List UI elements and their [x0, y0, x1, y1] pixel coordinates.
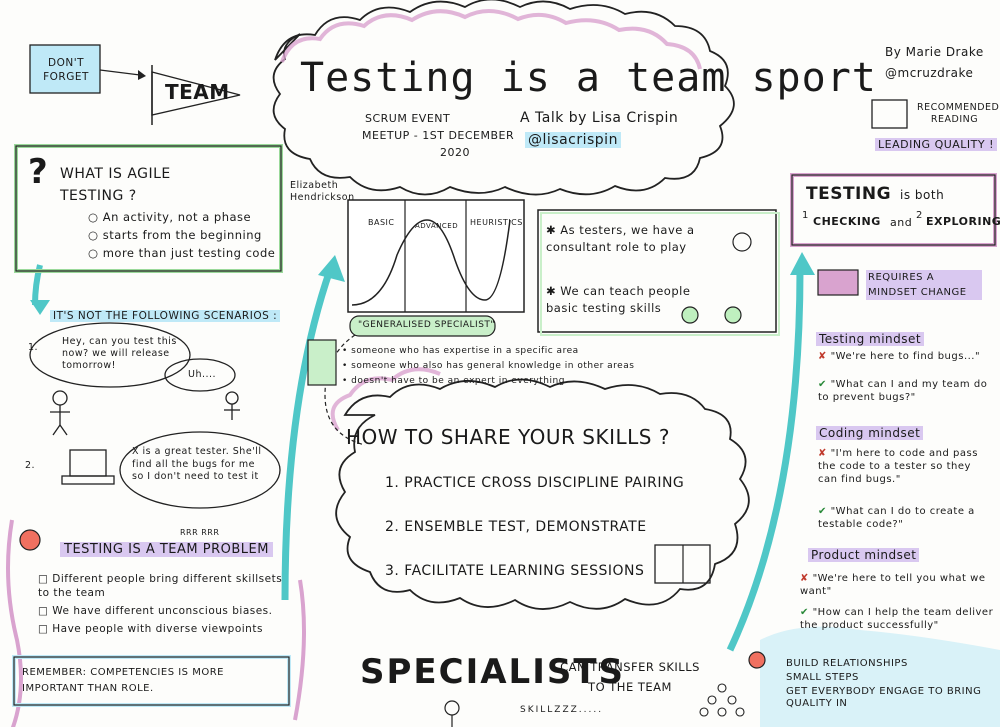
- speaker-handle: @lisacrispin: [525, 132, 621, 148]
- bottom-right-item: BUILD RELATIONSHIPS: [786, 658, 908, 669]
- question-mark-icon: ?: [28, 152, 48, 192]
- share-item: 2. ENSEMBLE TEST, DEMONSTRATE: [385, 519, 647, 535]
- mindset-section-title: Product mindset: [808, 548, 920, 562]
- team-problem-item: □ We have different unconscious biases.: [38, 605, 273, 617]
- teal-arrow-middle: [281, 268, 334, 601]
- recommended-reading-label: RECOMMENDED READING: [917, 102, 1000, 125]
- bottom-right-item: SMALL STEPS: [786, 672, 859, 683]
- generalist-item: • someone who has expertise in a specifi…: [342, 346, 579, 356]
- chart-caption: "GENERALISED SPECIALIST": [358, 320, 496, 330]
- mindset-good: ✔ "What can I and my team do to prevent …: [818, 379, 988, 403]
- checking-number: 1: [802, 210, 809, 221]
- team-problem-heading: TESTING IS A TEAM PROBLEM: [60, 542, 273, 557]
- team-problem-item: □ Different people bring different skill…: [38, 573, 283, 599]
- meetup-date: MEETUP - 1ST DECEMBER: [362, 129, 515, 142]
- mindset-bad: ✘ "We're here to tell you what we want": [800, 573, 986, 597]
- exploring-number: 2: [916, 210, 923, 221]
- rarr-doodle: RRR RRR: [180, 528, 220, 537]
- share-item: 1. PRACTICE CROSS DISCIPLINE PAIRING: [385, 475, 685, 491]
- generalist-item: • someone who also has general knowledge…: [342, 361, 635, 371]
- chart-credit: Elizabeth Hendrickson: [290, 180, 355, 203]
- testing-both-prefix: TESTING: [806, 184, 892, 204]
- title-cloud: [272, 0, 735, 196]
- scenario-1-reply: Uh....: [188, 369, 217, 380]
- bottom-right-item: GET EVERYBODY ENGAGE TO BRING QUALITY IN: [786, 686, 982, 709]
- generalist-list: • someone who has expertise in a specifi…: [342, 346, 634, 391]
- what-is-item: ○ starts from the beginning: [88, 228, 262, 242]
- remember-note: REMEMBER: COMPETENCIES IS MORE IMPORTANT…: [22, 667, 224, 694]
- team-problem-item: □ Have people with diverse viewpoints: [38, 623, 263, 635]
- talk-by: A Talk by Lisa Crispin: [520, 110, 679, 126]
- consultant-item-2: ✱ We can teach people basic testing skil…: [546, 284, 691, 315]
- scenario-1-number: 1.: [28, 342, 39, 353]
- chart-label-heuristics: HEURISTICS: [470, 218, 523, 227]
- not-scenarios-heading: IT'S NOT THE FOLLOWING SCENARIOS :: [50, 310, 281, 322]
- mindset-section-title: Testing mindset: [816, 332, 925, 346]
- and-label: and: [890, 216, 913, 229]
- team-problem-list: □ Different people bring different skill…: [38, 572, 293, 640]
- what-is-heading: WHAT IS AGILE TESTING ?: [60, 166, 171, 204]
- chart-label-advanced: ADVANCED: [415, 222, 459, 230]
- author-name: By Marie Drake: [885, 45, 984, 59]
- what-is-item: ○ more than just testing code: [88, 246, 276, 260]
- page-title: Testing is a team sport: [300, 55, 877, 101]
- team-flag-text: TEAM: [165, 80, 230, 104]
- share-list: 1. PRACTICE CROSS DISCIPLINE PAIRING 2. …: [385, 472, 684, 586]
- checking-label: CHECKING: [813, 215, 881, 228]
- event-name: SCRUM EVENT: [365, 112, 451, 125]
- book-title: LEADING QUALITY !: [875, 138, 998, 151]
- consultant-item-1: ✱ As testers, we have a consultant role …: [546, 223, 695, 254]
- chart-curve: [351, 219, 511, 306]
- author-handle: @mcruzdrake: [885, 66, 974, 80]
- skillz-text: SKILLZZZ.....: [520, 705, 604, 715]
- mindset-heading: REQUIRES A MINDSET CHANGE: [866, 270, 982, 300]
- generalist-item: • doesn't have to be an expert in everyt…: [342, 376, 565, 386]
- share-item: 3. FACILITATE LEARNING SESSIONS: [385, 563, 645, 579]
- scenario-2-bubble: X is a great tester. She'll find all the…: [132, 446, 262, 482]
- mindset-good: ✔ "What can I do to create a testable co…: [818, 506, 975, 530]
- what-is-item: ○ An activity, not a phase: [88, 210, 252, 224]
- testing-both-mid: is both: [900, 188, 945, 202]
- mindset-bad: ✘ "We're here to find bugs...": [818, 351, 981, 362]
- exploring-label: EXPLORING: [926, 215, 1000, 228]
- mindset-bad: ✘ "I'm here to code and pass the code to…: [818, 448, 978, 485]
- dont-forget-label: DON'T FORGET: [43, 57, 89, 83]
- mindset-section-title: Coding mindset: [816, 426, 924, 440]
- specialists-word: SPECIALISTS: [360, 652, 626, 692]
- scenario-1-bubble: Hey, can you test this now? we will rele…: [62, 336, 177, 371]
- teal-arrow-right: [726, 269, 804, 652]
- scenario-2-number: 2.: [25, 460, 36, 471]
- share-cloud: [335, 378, 750, 610]
- mindset-good: ✔ "How can I help the team deliver the p…: [800, 607, 994, 631]
- event-year: 2020: [440, 146, 470, 159]
- bottom-right-list: BUILD RELATIONSHIPS SMALL STEPS GET EVER…: [786, 658, 991, 714]
- specialists-text: CAN TRANSFER SKILLS TO THE TEAM: [560, 660, 700, 694]
- share-heading: HOW TO SHARE YOUR SKILLS ?: [346, 425, 670, 449]
- chart-label-basic: BASIC: [368, 218, 395, 227]
- what-is-list: ○ An activity, not a phase ○ starts from…: [88, 210, 275, 264]
